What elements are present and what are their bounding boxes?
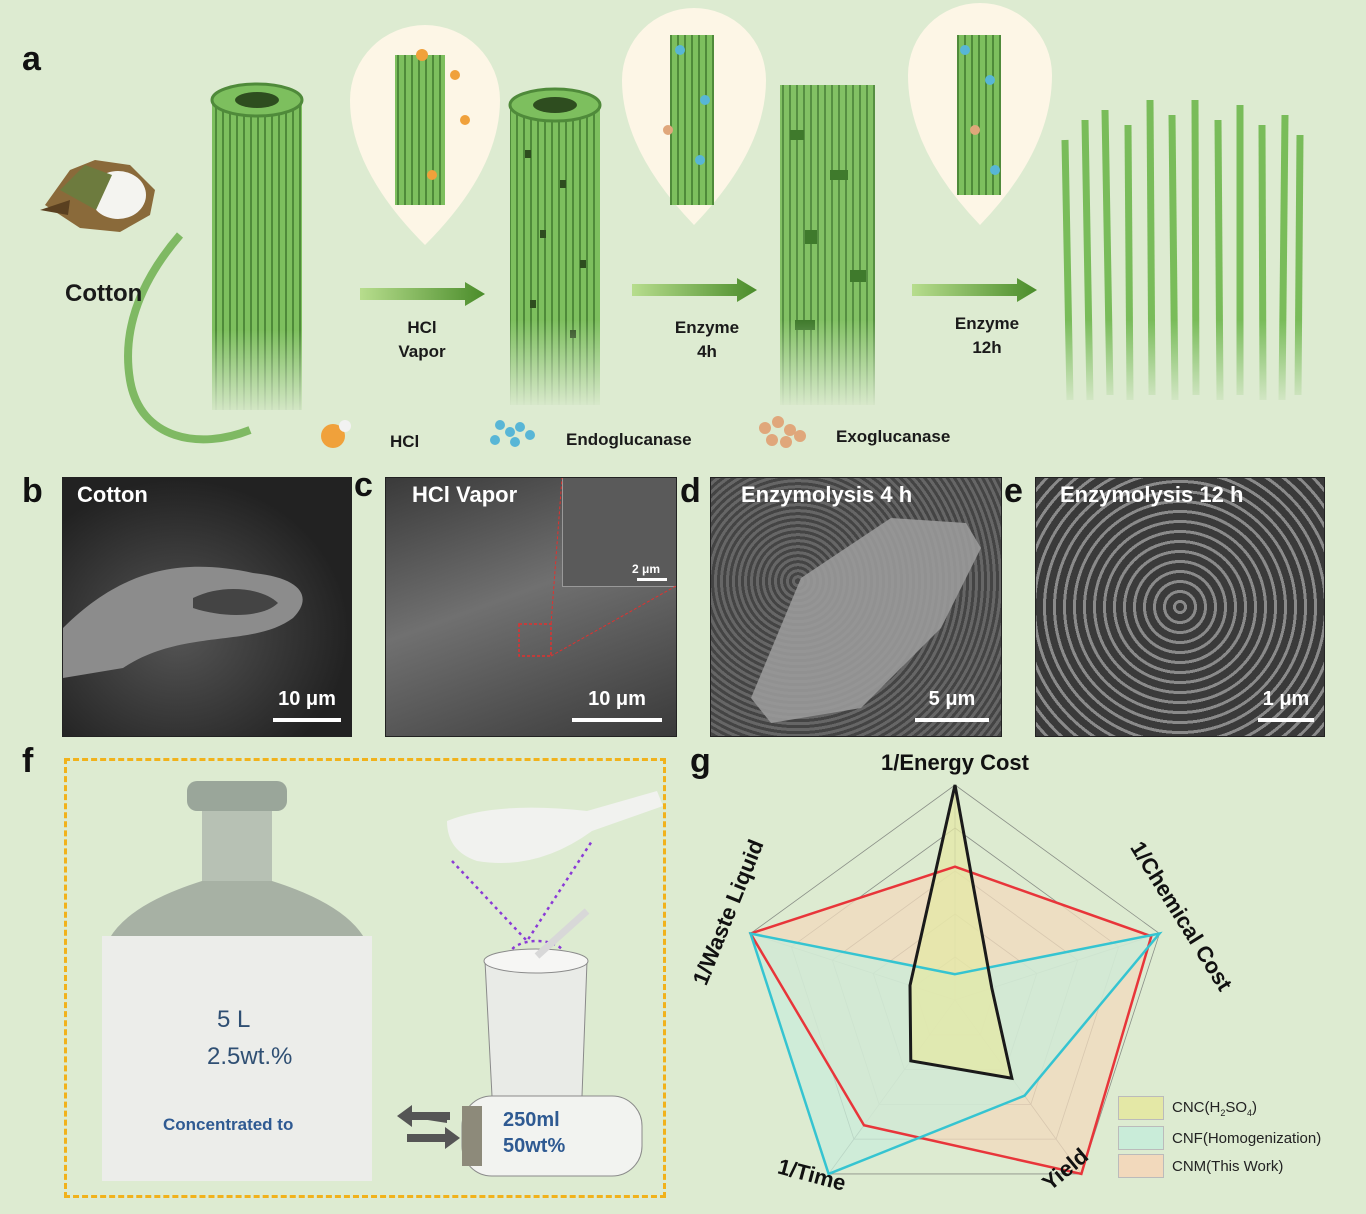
panel-c-letter: c: [354, 466, 373, 504]
scale-text-d: 5 μm: [928, 688, 976, 710]
legend-cnm: CNM(This Work): [1118, 1154, 1283, 1178]
legend-cnf: CNF(Homogenization): [1118, 1126, 1321, 1150]
sem-title-cotton: Cotton: [77, 482, 148, 507]
panel-g-letter: g: [690, 742, 711, 780]
scale-text-e: 1 μm: [1262, 688, 1310, 710]
inset-scale-text: 2 μm: [631, 562, 661, 576]
endoglucanase-icon: [490, 420, 535, 447]
legend-cnf-swatch: [1118, 1126, 1164, 1150]
step-enzyme-12h-label: Enzyme 12h: [942, 312, 1032, 360]
scalebar-c: [572, 718, 662, 722]
sem-image-enzymolysis-4h: Enzymolysis 4 h 5 μm: [710, 477, 1002, 737]
sem-title-enzymolysis-4h: Enzymolysis 4 h: [741, 482, 913, 507]
sem-title-hcl-vapor: HCl Vapor: [412, 482, 518, 507]
panel-a-letter: a: [22, 40, 41, 78]
tube-concentration: 50wt%: [503, 1135, 566, 1157]
sem-image-hcl-vapor: 2 μm HCl Vapor 10 μm: [385, 477, 677, 737]
radar-grid-ring-5: [750, 784, 1160, 1175]
legend-cnc: CNC(H2SO4): [1118, 1096, 1257, 1120]
sem-image-cotton: Cotton 10 μm: [62, 477, 352, 737]
radar-axis-label-0: 1/Energy Cost: [881, 750, 1030, 775]
panel-a-illustration: [40, 3, 1315, 448]
scalebar-b: [273, 718, 341, 722]
tube-volume: 250ml: [503, 1109, 560, 1131]
legend-endoglucanase-label: Endoglucanase: [566, 430, 692, 449]
radar-area-0: [910, 785, 1012, 1079]
step-enzyme-12h-line2: 12h: [972, 338, 1002, 357]
panel-e-letter: e: [1004, 472, 1023, 510]
gel-spoon-icon: [447, 791, 663, 863]
step-enzyme-4h-line1: Enzyme: [674, 318, 740, 337]
sem-image-enzymolysis-12h: Enzymolysis 12 h 1 μm: [1035, 477, 1325, 737]
cotton-boll-icon: [40, 160, 155, 232]
radar-axis-label-4: 1/Waste Liquid: [690, 836, 769, 989]
scale-text-b: 10 μm: [278, 688, 336, 710]
exchange-arrows-icon: [397, 1105, 460, 1149]
sample-tube-icon: [461, 1095, 643, 1177]
radar-line-2: [748, 865, 1153, 1176]
zoom-indicator: [518, 478, 676, 657]
legend-cnm-swatch: [1118, 1154, 1164, 1178]
step-hcl-vapor-label: HCl Vapor: [382, 316, 462, 364]
step-hcl-line1: HCl: [407, 318, 437, 337]
legend-cnc-label: CNC(H2SO4): [1172, 1098, 1258, 1118]
legend-cnm-label: CNM(This Work): [1172, 1157, 1284, 1175]
concentrated-to-label: Concentrated to: [163, 1115, 294, 1134]
legend-exoglucanase-label: Exoglucanase: [836, 427, 951, 446]
cotton-fiber-shape: [63, 566, 303, 678]
step-enzyme-4h-line2: 4h: [697, 342, 717, 361]
panel-f-frame: 5 L 2.5wt.% Concentrated to 250ml 50wt%: [64, 758, 666, 1198]
scale-text-c: 10 μm: [588, 688, 646, 710]
radar-line-0: [908, 784, 1014, 1081]
exoglucanase-icon: [759, 416, 806, 448]
legend-cnf-label: CNF(Homogenization): [1172, 1129, 1322, 1147]
bottle-volume: 5 L: [217, 1006, 251, 1033]
legend-cnc-swatch: [1118, 1096, 1164, 1120]
beaker-icon: [483, 908, 590, 1102]
panel-d-letter: d: [680, 472, 701, 510]
bottle-beaker-illustration: [102, 781, 663, 1181]
large-bottle-icon: [102, 781, 372, 1181]
panel-b-letter: b: [22, 472, 43, 510]
bottle-concentration: 2.5wt.%: [207, 1043, 293, 1070]
legend-hcl-label: HCl: [390, 432, 420, 451]
sem-title-enzymolysis-12h: Enzymolysis 12 h: [1060, 482, 1244, 507]
step-enzyme-4h-label: Enzyme 4h: [662, 316, 752, 364]
inset-scalebar: [637, 578, 667, 581]
panel-f-letter: f: [22, 742, 34, 780]
radar-axis-label-1: 1/Chemical Cost: [1125, 837, 1237, 996]
fragmented-fiber-shape: [751, 518, 981, 723]
cotton-label: Cotton: [65, 280, 143, 307]
radar-line-1: [748, 931, 1163, 1176]
inset-image: 2 μm: [562, 478, 676, 587]
step-enzyme-12h-line1: Enzyme: [954, 314, 1020, 333]
scalebar-e: [1258, 718, 1314, 722]
hcl-molecule-icon: [321, 420, 351, 448]
step-hcl-line2: Vapor: [398, 342, 446, 361]
scalebar-d: [915, 718, 989, 722]
step-arrows: [360, 278, 1037, 306]
